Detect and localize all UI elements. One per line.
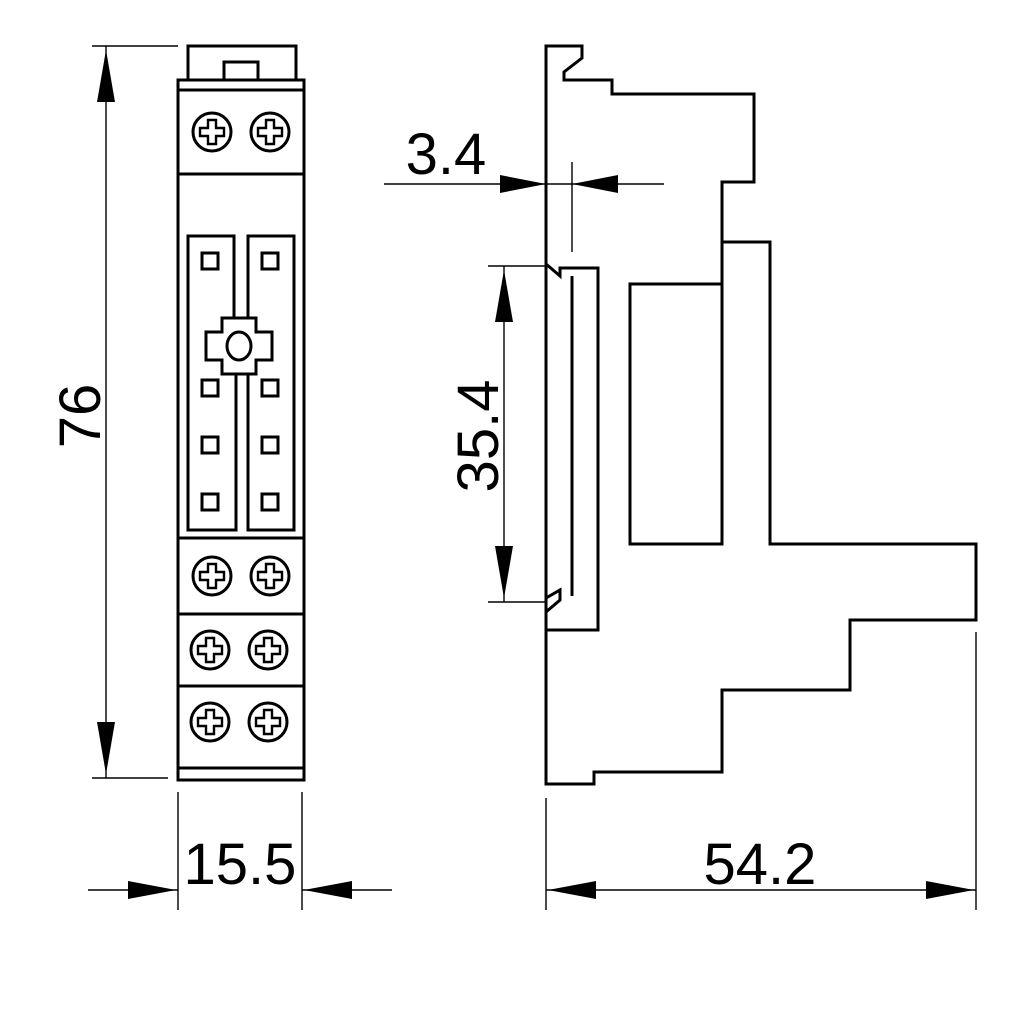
screw-plus-icon [249, 111, 291, 153]
screw-plus-icon [189, 629, 231, 671]
screw-plus-icon [189, 701, 231, 743]
dim-depth-label: 54.2 [704, 832, 817, 897]
screw-plus-icon [191, 111, 233, 153]
side-outline [544, 44, 978, 786]
coil-hub [204, 316, 274, 376]
relay-slot [186, 234, 238, 532]
dim-width: 15.5 [88, 792, 392, 910]
relay-slot-right [246, 234, 296, 532]
top-clip-tab [222, 60, 260, 82]
dim-height-label: 76 [48, 384, 113, 449]
dim-rail-height: 35.4 [446, 265, 546, 603]
front-body [176, 78, 306, 782]
screw-plus-icon [249, 555, 291, 597]
screw-plus-icon [191, 555, 233, 597]
relay-block [628, 282, 724, 546]
pin-squares [200, 251, 280, 512]
terminal-screws [189, 111, 291, 743]
front-view [176, 44, 306, 782]
dim-rail-offset: 3.4 [384, 122, 664, 252]
coil-hole [225, 330, 253, 362]
dim-width-label: 15.5 [184, 832, 297, 897]
dim-height: 76 [48, 45, 178, 779]
side-view [544, 44, 978, 786]
dim-rail-height-label: 35.4 [446, 380, 511, 493]
dim-depth: 54.2 [545, 632, 977, 910]
dim-rail-offset-label: 3.4 [406, 122, 487, 187]
screw-plus-icon [247, 701, 289, 743]
screw-plus-icon [247, 629, 289, 671]
